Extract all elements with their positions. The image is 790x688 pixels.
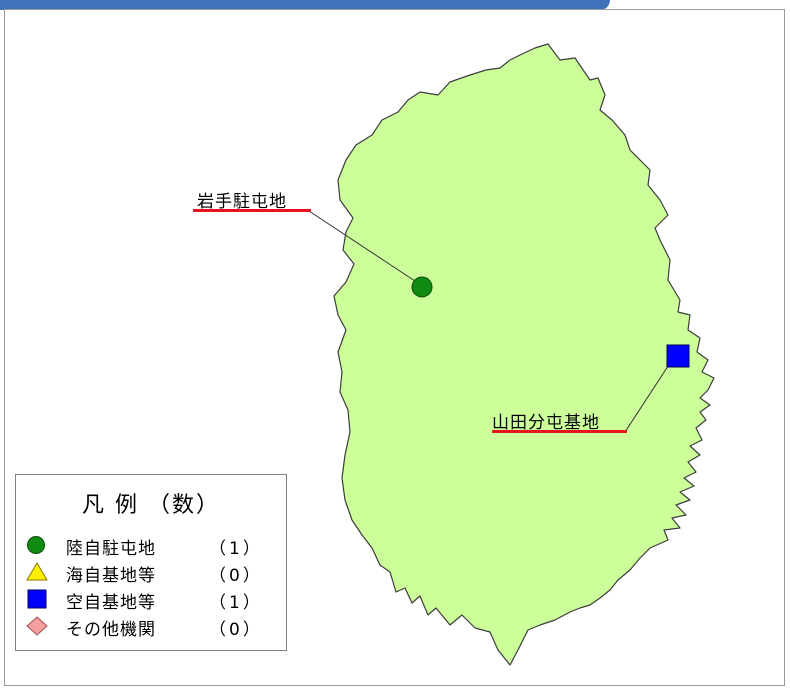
iwate-camp-label: 岩手駐屯地 xyxy=(197,192,287,212)
yamada-base-label: 山田分屯基地 xyxy=(492,413,600,433)
green-circle-icon xyxy=(27,536,45,554)
yellow-triangle-icon xyxy=(26,562,48,581)
legend-label: 海自基地等 xyxy=(66,566,156,586)
legend-count: （1） xyxy=(209,539,263,559)
legend-count: （0） xyxy=(209,566,263,586)
iwate-camp-underline xyxy=(193,209,311,212)
leader-line-yamada xyxy=(624,359,673,433)
legend-item-msdf: 海自基地等 （0） xyxy=(26,561,281,586)
legend-box: 凡 例 （数） 陸自駐屯地 （1） 海自基地等 （0） 空自基地等 （1） その… xyxy=(15,474,287,651)
pink-diamond-icon xyxy=(26,616,48,636)
legend-label: 空自基地等 xyxy=(66,593,156,613)
legend-item-other: その他機関 （0） xyxy=(26,615,281,640)
legend-item-asdf: 空自基地等 （1） xyxy=(26,588,281,613)
legend-label: その他機関 xyxy=(66,620,156,640)
legend-title: 凡 例 （数） xyxy=(82,493,220,518)
prefecture-outline xyxy=(333,43,715,666)
yamada-base-underline xyxy=(492,430,627,433)
iwate-camp-marker[interactable] xyxy=(411,276,433,298)
blue-square-icon xyxy=(27,589,47,609)
map-frame xyxy=(4,9,785,686)
header-band xyxy=(0,0,610,10)
legend-item-gsdf: 陸自駐屯地 （1） xyxy=(26,534,281,559)
legend-count: （1） xyxy=(209,593,263,613)
legend-count: （0） xyxy=(209,620,263,640)
legend-label: 陸自駐屯地 xyxy=(66,539,156,559)
yamada-base-marker[interactable] xyxy=(666,344,690,368)
leader-line-iwate xyxy=(308,210,419,284)
